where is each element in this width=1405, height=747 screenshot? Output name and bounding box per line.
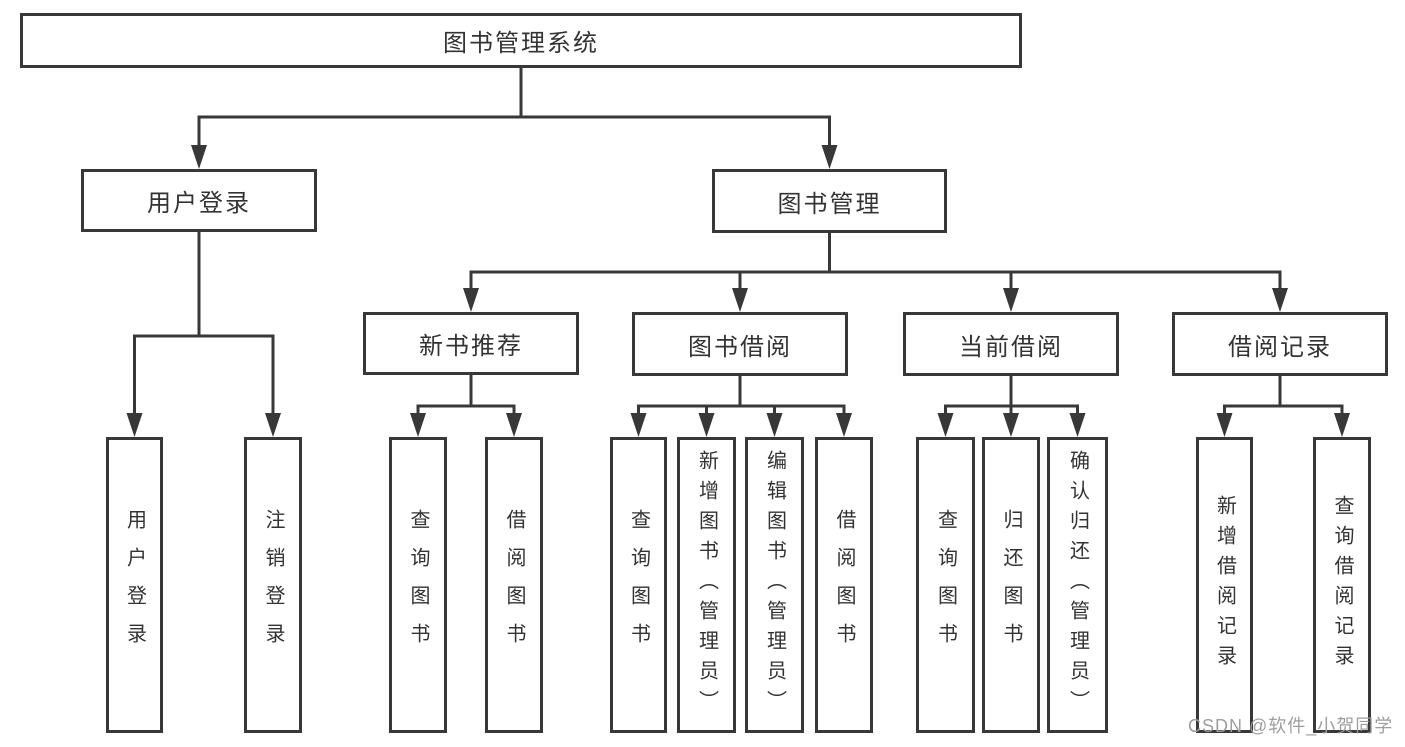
arrowhead bbox=[1003, 288, 1019, 312]
arrowhead bbox=[766, 413, 783, 437]
node-b-query: 查询图书 bbox=[610, 437, 667, 733]
arrowhead bbox=[463, 288, 479, 312]
edge-new-rec bbox=[410, 375, 522, 437]
watermark: CSDN @软件_小贺同学 bbox=[1188, 716, 1394, 736]
arrowhead bbox=[191, 145, 207, 169]
arrowhead bbox=[821, 145, 838, 169]
node-nr-borrow: 借阅图书 bbox=[485, 437, 543, 733]
arrowhead bbox=[698, 413, 715, 437]
node-new-rec: 新书推荐 bbox=[363, 312, 579, 375]
arrowhead bbox=[1003, 413, 1019, 437]
node-c-query: 查询图书 bbox=[916, 437, 975, 733]
arrowhead bbox=[1069, 413, 1086, 437]
arrowhead bbox=[732, 288, 748, 312]
arrowhead bbox=[265, 413, 281, 437]
edge-records bbox=[1216, 376, 1350, 437]
arrowhead bbox=[506, 413, 522, 437]
node-c-return: 归还图书 bbox=[982, 437, 1040, 733]
node-system: 图书管理系统 bbox=[20, 13, 1022, 68]
edge-current bbox=[937, 376, 1086, 437]
node-nr-query: 查询图书 bbox=[389, 437, 447, 733]
edge-system bbox=[191, 68, 838, 169]
node-r-add: 新增借阅记录 bbox=[1196, 437, 1253, 733]
arrowhead bbox=[630, 413, 647, 437]
node-user-login: 用户登录 bbox=[81, 169, 317, 232]
arrowhead bbox=[1272, 288, 1288, 312]
edge-borrow bbox=[630, 376, 852, 437]
node-r-query: 查询借阅记录 bbox=[1313, 437, 1371, 733]
node-ul-logout: 注销登录 bbox=[244, 437, 302, 733]
arrowhead bbox=[836, 413, 852, 437]
edge-user-login bbox=[126, 232, 281, 437]
node-b-edit: 编辑图书（管理员） bbox=[745, 437, 804, 733]
arrowhead bbox=[126, 413, 143, 437]
node-borrow: 图书借阅 bbox=[632, 312, 848, 376]
node-book-mgmt: 图书管理 bbox=[712, 169, 947, 233]
node-records: 借阅记录 bbox=[1172, 312, 1388, 376]
edge-book-mgmt bbox=[463, 233, 1288, 312]
node-c-confirm: 确认归还（管理员） bbox=[1047, 437, 1108, 733]
node-b-borrow: 借阅图书 bbox=[815, 437, 873, 733]
arrowhead bbox=[937, 413, 954, 437]
node-b-add: 新增图书（管理员） bbox=[677, 437, 736, 733]
node-ul-login: 用户登录 bbox=[106, 437, 163, 733]
arrowhead bbox=[1216, 413, 1233, 437]
arrowhead bbox=[410, 413, 426, 437]
arrowhead bbox=[1334, 413, 1350, 437]
node-current: 当前借阅 bbox=[903, 312, 1119, 376]
